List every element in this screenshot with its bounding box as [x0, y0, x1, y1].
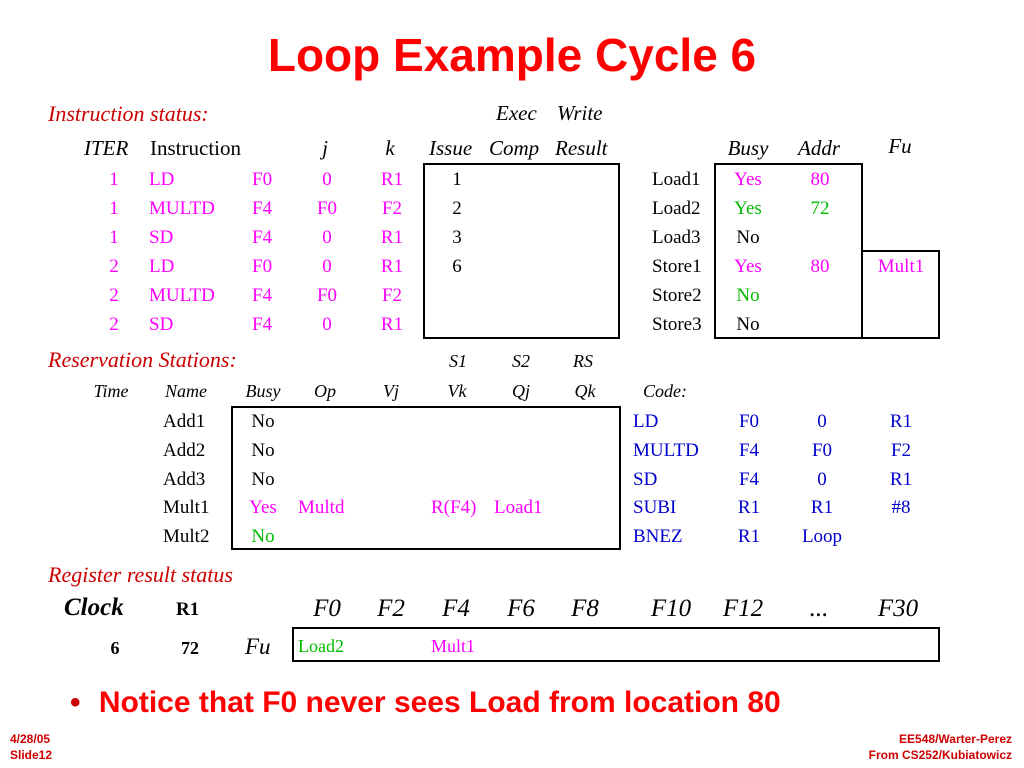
rs-super-header: RS: [573, 351, 593, 371]
load-col-header-busy: Busy: [727, 136, 769, 160]
rs-col-header-qk: Qk: [574, 381, 596, 401]
col-header-j: j: [322, 136, 328, 160]
code-heading: Code:: [643, 381, 687, 401]
rs-col-header-qj: Qj: [512, 381, 530, 401]
register-fu-box: [292, 627, 940, 662]
instruction-status-heading: Instruction status:: [48, 101, 209, 126]
reservation-stations-heading: Reservation Stations:: [48, 347, 237, 372]
footer-slide-number: Slide12: [10, 748, 53, 762]
bullet-glyph: •: [70, 686, 81, 719]
write-super-header: Write: [557, 101, 603, 125]
notice-text: Notice that F0 never sees Load from loca…: [98, 686, 781, 719]
rs-col-header-vk: Vk: [447, 381, 467, 401]
clock-value: 6: [110, 638, 120, 658]
col-header-iter: ITER: [84, 136, 129, 160]
clock-label: Clock: [64, 594, 124, 621]
footer-source: From CS252/Kubiatowicz: [868, 748, 1012, 762]
load-col-header-fu: Fu: [888, 134, 912, 158]
s1-super-header: S1: [449, 351, 467, 371]
slide-title: Loop Example Cycle 6: [267, 29, 757, 81]
register-status-heading: Register result status: [48, 562, 233, 587]
col-header-issue: Issue: [429, 136, 473, 160]
exec-super-header: Exec: [496, 101, 537, 125]
r1-label: R1: [176, 599, 200, 620]
s2-super-header: S2: [512, 351, 530, 371]
r1-value: 72: [181, 638, 199, 658]
col-header-instruction: Instruction: [150, 136, 241, 160]
reservation-stations-box: [231, 406, 621, 550]
store-fu-box: [861, 250, 940, 339]
rs-col-header-busy: Busy: [245, 381, 281, 401]
footer-date: 4/28/05: [10, 732, 51, 746]
rs-col-header-op: Op: [314, 381, 336, 401]
instruction-status-box: [423, 163, 620, 339]
rs-col-header-name: Name: [165, 381, 207, 401]
col-header-k: k: [385, 136, 395, 160]
notice-bullet: • Notice that F0 never sees Load from lo…: [70, 686, 781, 720]
col-header-comp: Comp: [489, 136, 540, 160]
rs-col-header-time: Time: [93, 381, 129, 401]
footer-course: EE548/Warter-Perez: [899, 732, 1012, 746]
col-header-result: Result: [555, 136, 608, 160]
fu-label: Fu: [245, 634, 271, 659]
load-col-header-addr: Addr: [798, 136, 840, 160]
rs-col-header-vj: Vj: [383, 381, 399, 401]
